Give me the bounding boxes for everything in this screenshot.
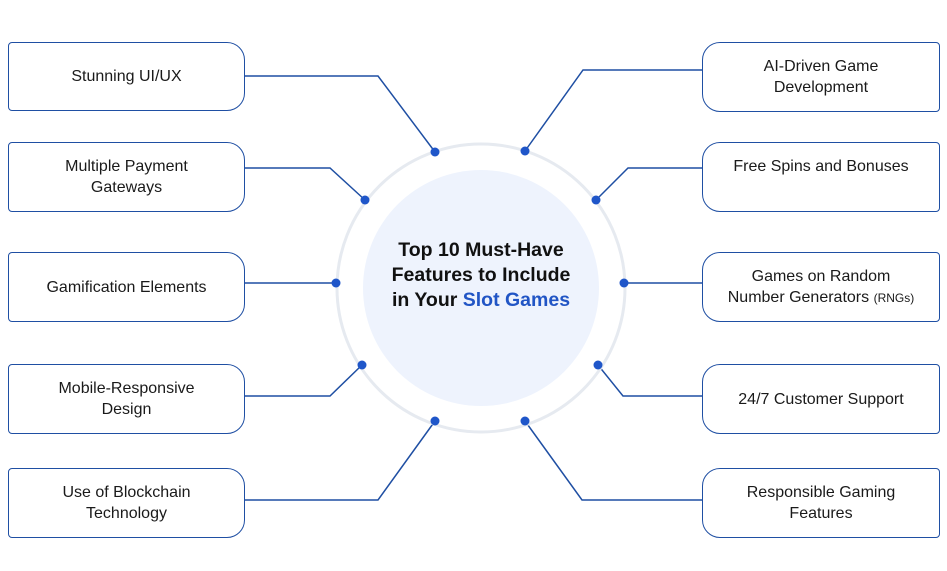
feature-label: Features: [789, 505, 853, 522]
connector-line: [245, 75, 436, 153]
feature-label: Number Generators (RNGs): [728, 287, 915, 309]
feature-label: Development: [773, 79, 869, 96]
feature-label: AI-Driven Game: [763, 58, 879, 75]
feature-stunning-ui-ux: Stunning UI/UX: [8, 42, 245, 111]
connector-line: [245, 364, 363, 397]
center-title-line-1: Top 10 Must-Have: [398, 239, 564, 261]
connector-dot: [520, 146, 530, 156]
connector-line: [245, 420, 436, 501]
center-title-line-2: Features to Include: [391, 264, 571, 286]
connector-dot: [430, 147, 440, 157]
feature-label-main: Number Generators: [727, 288, 874, 306]
connector-dot: [430, 416, 440, 426]
feature-label: Responsible Gaming: [746, 484, 896, 501]
center-title-highlight: Slot Games: [462, 289, 571, 311]
center-circle: [363, 170, 599, 406]
feature-label: Multiple Payment: [65, 158, 188, 175]
connector-line: [524, 420, 702, 501]
feature-label: Stunning UI/UX: [71, 68, 182, 85]
feature-label: Free Spins and Bonuses: [733, 158, 909, 175]
connector-dots: [331, 146, 629, 426]
connector-dot: [591, 195, 601, 205]
feature-label-abbr: (RNGs): [873, 290, 915, 305]
feature-free-spins-and-bonuses: Free Spins and Bonuses: [702, 142, 940, 212]
connector-dot: [357, 360, 367, 370]
feature-label: Design: [101, 401, 152, 418]
feature-label: 24/7 Customer Support: [738, 390, 904, 408]
feature-gamification-elements: Gamification Elements: [8, 252, 245, 322]
connector-line: [597, 364, 702, 397]
connector-dot: [360, 195, 370, 205]
feature-label: Gateways: [90, 179, 163, 196]
connector-line: [595, 167, 702, 201]
connector-dot: [593, 360, 603, 370]
feature-label: Technology: [86, 505, 167, 522]
center-title: Top 10 Must-Have Features to Include in …: [366, 238, 596, 313]
connector-line: [524, 69, 702, 152]
connector-line: [245, 167, 366, 201]
feature-label: Games on Random: [751, 267, 891, 285]
feature-label: Mobile-Responsive: [58, 380, 195, 397]
center-title-line-3: in Your Slot Games: [366, 288, 596, 313]
center-title-prefix: in Your: [391, 289, 463, 311]
feature-label: Gamification Elements: [46, 278, 207, 296]
feature-label: Use of Blockchain: [62, 484, 191, 501]
connectors: [245, 69, 702, 501]
connector-dot: [331, 278, 341, 288]
connector-dot: [520, 416, 530, 426]
connector-dot: [619, 278, 629, 288]
feature-24-7-customer-support: 24/7 Customer Support: [702, 364, 940, 434]
